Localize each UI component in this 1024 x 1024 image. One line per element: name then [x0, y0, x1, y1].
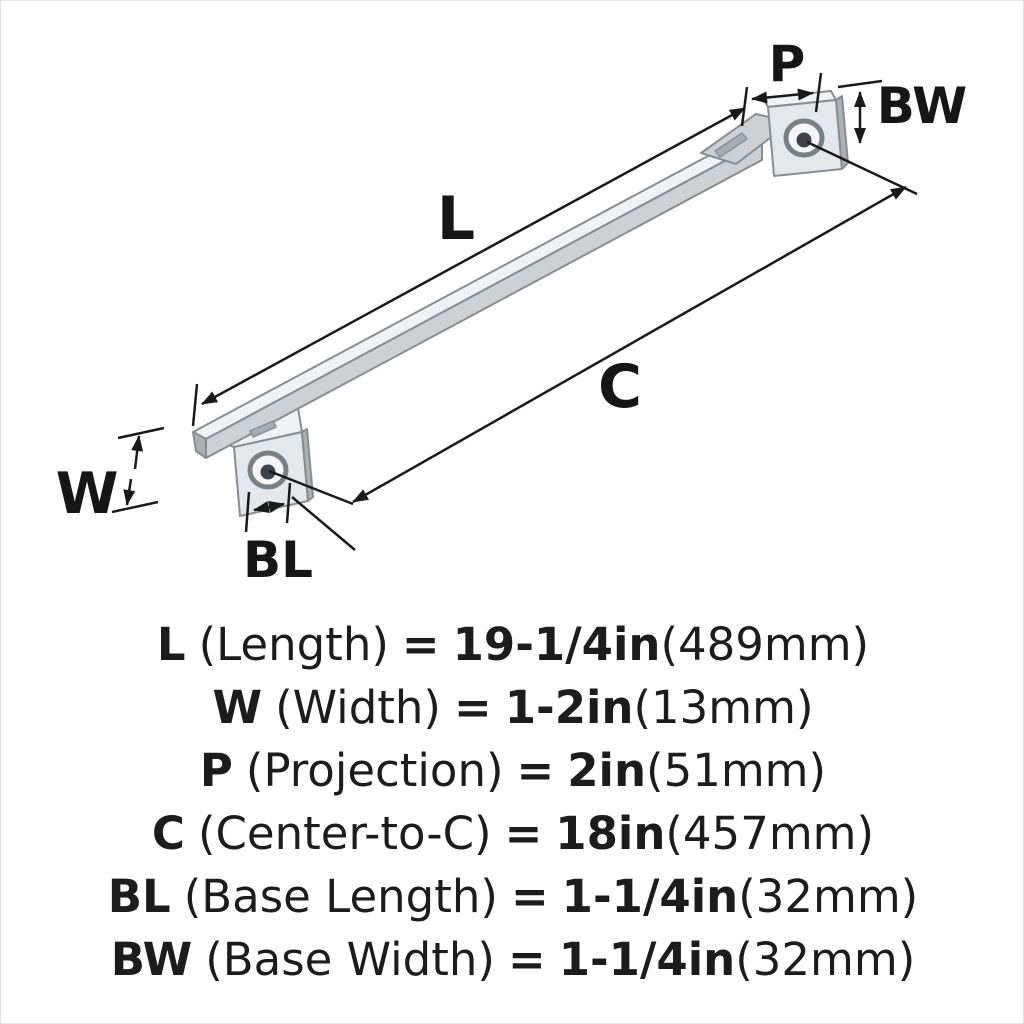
- spec-name: (Projection): [245, 744, 504, 797]
- dimension-base-length: BL: [243, 482, 356, 589]
- spec-equals: =: [504, 807, 543, 860]
- spec-row-base-length: BL (Base Length) = 1-1/4in (32mm): [108, 865, 918, 928]
- spec-equals: =: [507, 933, 546, 986]
- spec-letter: BL: [107, 870, 171, 923]
- spec-name: (Base Length): [183, 870, 498, 923]
- diagram-area: L C P BW: [1, 1, 1023, 601]
- spec-equals: =: [516, 744, 555, 797]
- spec-name: (Width): [275, 681, 441, 734]
- projection-label: P: [769, 35, 806, 93]
- dimension-base-width: BW: [837, 77, 968, 144]
- dimension-length: L: [191, 106, 746, 427]
- spec-equals: =: [453, 681, 492, 734]
- spec-value: 2in: [567, 744, 647, 797]
- spec-row-projection: P (Projection) = 2in (51mm): [200, 739, 826, 802]
- spec-row-width: W (Width) = 1-2in (13mm): [212, 676, 813, 739]
- length-label: L: [437, 184, 475, 254]
- spec-row-base-width: BW (Base Width) = 1-1/4in (32mm): [111, 928, 916, 991]
- spec-name: (Length): [198, 618, 389, 671]
- pull-handle-drawing: [192, 90, 849, 517]
- spec-metric: (51mm): [646, 744, 827, 797]
- spec-letter: L: [156, 618, 186, 671]
- dimension-diagram: L C P BW: [56, 35, 968, 589]
- spec-row-length: L (Length) = 19-1/4in (489mm): [157, 613, 869, 676]
- dimension-center-to-center: C: [268, 140, 918, 506]
- dimension-projection: P: [740, 35, 823, 127]
- spec-metric: (32mm): [738, 870, 919, 923]
- spec-letter: W: [212, 681, 263, 734]
- spec-equals: =: [401, 618, 440, 671]
- spec-value: 18in: [555, 807, 666, 860]
- dimension-width: W: [56, 426, 165, 527]
- width-label: W: [56, 461, 119, 527]
- spec-value: 1-1/4in: [561, 870, 739, 923]
- spec-metric: (489mm): [660, 618, 870, 671]
- spec-metric: (32mm): [735, 933, 916, 986]
- spec-name: (Center-to-C): [197, 807, 492, 860]
- spec-name: (Base Width): [205, 933, 495, 986]
- base-length-label: BL: [243, 531, 313, 589]
- right-screw-hole: [783, 118, 825, 158]
- spec-list: L (Length) = 19-1/4in (489mm) W (Width) …: [1, 613, 1023, 991]
- spec-letter: C: [151, 807, 185, 860]
- spec-metric: (13mm): [633, 681, 814, 734]
- spec-value: 19-1/4in: [452, 618, 661, 671]
- left-base-notch: [249, 420, 277, 438]
- spec-value: 1-1/4in: [558, 933, 736, 986]
- spec-row-center-to-center: C (Center-to-C) = 18in (457mm): [152, 802, 874, 865]
- spec-letter: P: [199, 744, 233, 797]
- spec-equals: =: [510, 870, 549, 923]
- spec-value: 1-2in: [504, 681, 634, 734]
- spec-letter: BW: [110, 933, 193, 986]
- center-to-center-label: C: [598, 352, 642, 422]
- spec-metric: (457mm): [665, 807, 875, 860]
- base-width-label: BW: [877, 77, 968, 135]
- handle-bar: [192, 133, 763, 459]
- left-screw-hole: [247, 450, 289, 490]
